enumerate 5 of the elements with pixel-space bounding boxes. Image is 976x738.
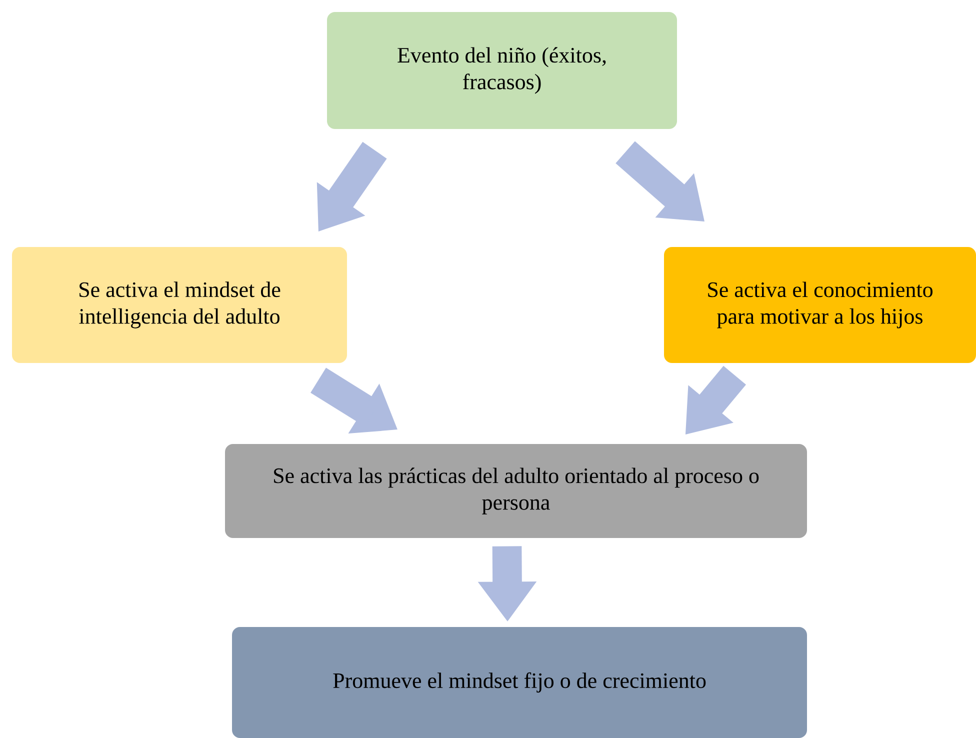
process-box: Se activa el conocimiento para motivar a los hijos (664, 247, 976, 363)
process-box: Evento del niño (éxitos, fracasos) (327, 12, 677, 129)
process-box: Promueve el mindset fijo o de crecimiento (232, 627, 807, 738)
process-box: Se activa el mindset de intelligencia del adulto (12, 247, 347, 363)
process-box: Se activa las prácticas del adulto orientado al proceso o persona (225, 444, 807, 538)
